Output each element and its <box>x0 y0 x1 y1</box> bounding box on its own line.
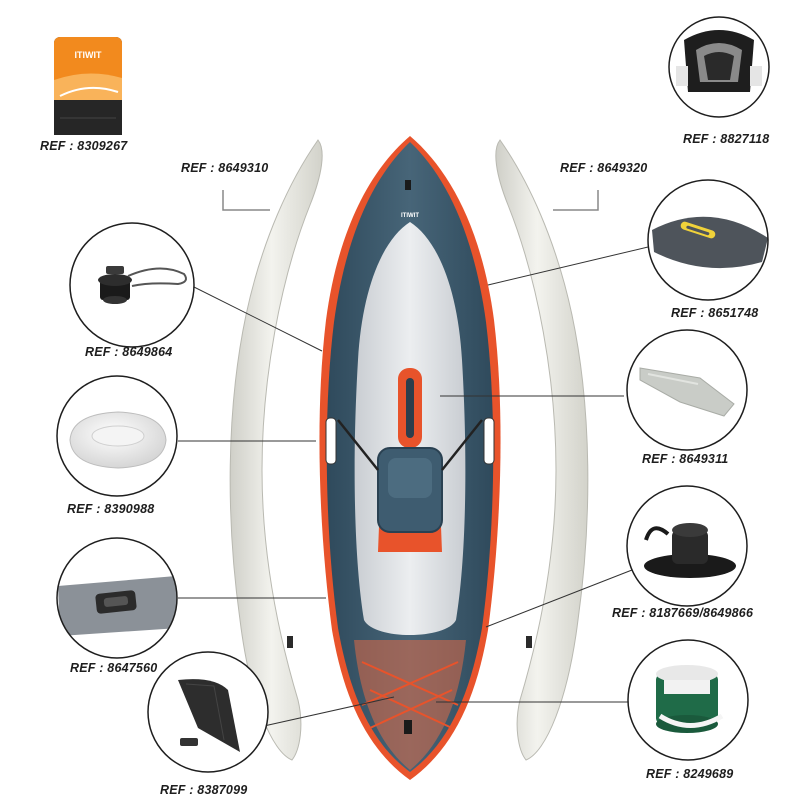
ref-label-valve: REF : 8187669/8649866 <box>612 606 754 620</box>
hull-logo: ITIWIT <box>401 213 419 219</box>
ref-label-left-tube: REF : 8649310 <box>181 161 269 175</box>
callout-cushion <box>56 375 178 497</box>
left-tube-bracket <box>222 190 270 211</box>
ref-label-seat-back: REF : 8827118 <box>683 132 770 146</box>
ref-label-cord: REF : 8249689 <box>646 767 734 781</box>
callout-cover <box>647 179 769 301</box>
callout-floor-insert <box>626 329 748 451</box>
backpack-logo: ITIWIT <box>75 50 102 60</box>
ref-label-cushion: REF : 8390988 <box>67 502 155 516</box>
callout-pump-valve <box>69 222 195 348</box>
ref-label-backpack: REF : 8309267 <box>40 139 128 153</box>
ref-label-cover: REF : 8651748 <box>671 306 759 320</box>
right-side-tube <box>495 139 589 761</box>
callout-seat-back <box>668 16 770 118</box>
left-tube-valve <box>287 636 293 648</box>
callout-fin <box>147 651 269 773</box>
ref-label-patch: REF : 8647560 <box>70 661 158 675</box>
callout-cord <box>627 639 749 761</box>
backpack: ITIWIT <box>54 37 122 135</box>
callout-patch <box>56 537 178 659</box>
right-tube-bracket <box>553 190 599 211</box>
ref-label-fin: REF : 8387099 <box>160 783 248 797</box>
callout-valve <box>626 485 748 607</box>
ref-label-pump-valve: REF : 8649864 <box>85 345 173 359</box>
kayak-hull: ITIWIT <box>319 136 501 780</box>
ref-label-floor-insert: REF : 8649311 <box>642 452 729 466</box>
ref-label-right-tube: REF : 8649320 <box>560 161 648 175</box>
leader-lines <box>178 246 649 727</box>
right-tube-valve <box>526 636 532 648</box>
left-side-tube <box>229 139 323 761</box>
